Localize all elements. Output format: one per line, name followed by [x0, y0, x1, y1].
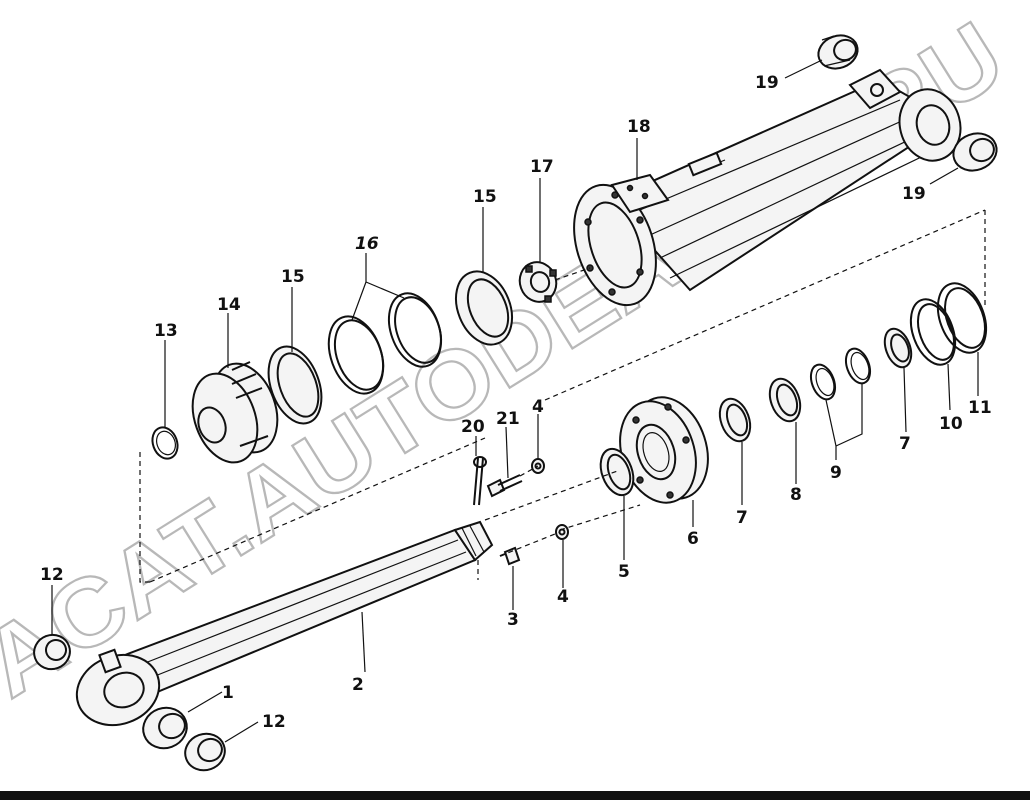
cylinder-barrel	[573, 68, 962, 307]
callout-16: 16	[355, 234, 379, 254]
seal-5	[599, 447, 635, 497]
callout-3: 3	[507, 610, 519, 630]
bearing-19-top	[817, 34, 859, 70]
bolt-3	[499, 546, 521, 566]
piston-nut-17	[518, 261, 558, 303]
cotter-pin-20	[473, 456, 487, 506]
leader-lines	[51, 59, 979, 743]
callout-12-left: 12	[40, 565, 64, 585]
callout-20: 20	[461, 417, 485, 437]
bearing-12-lower	[184, 732, 226, 772]
bottom-border	[0, 791, 1030, 800]
callout-4-upper: 4	[532, 397, 544, 417]
seal-9-right	[844, 347, 872, 385]
callout-14: 14	[217, 295, 241, 315]
bearing-12-left	[33, 633, 71, 671]
seal-ring-16-right	[387, 292, 443, 368]
callout-4-lower: 4	[557, 587, 569, 607]
assembly-lines	[139, 209, 986, 583]
bearing-1	[142, 706, 188, 750]
callout-19-side: 19	[902, 184, 926, 204]
callout-labels: 1 2 3 4 4 5 6 7 7 8 9 10 11 12 12 13 14 …	[40, 73, 992, 732]
wear-ring-15-upper	[455, 270, 513, 346]
callout-15-lower: 15	[281, 267, 305, 287]
seal-10	[909, 298, 957, 366]
seal-ring-16-left	[327, 315, 385, 395]
callout-1: 1	[222, 683, 234, 703]
callout-21: 21	[496, 409, 520, 429]
callout-15-upper: 15	[473, 187, 497, 207]
bearing-19-side	[952, 132, 998, 172]
seal-7-right	[883, 327, 913, 369]
callout-13: 13	[154, 321, 178, 341]
callout-9: 9	[830, 463, 842, 483]
o-ring-13	[151, 426, 179, 460]
seal-8	[768, 377, 802, 423]
callout-2: 2	[352, 675, 364, 695]
callout-17: 17	[530, 157, 554, 177]
seal-11	[936, 282, 988, 354]
callout-10: 10	[939, 414, 963, 434]
callout-7-right: 7	[899, 434, 911, 454]
seal-9-left	[809, 363, 837, 401]
callout-18: 18	[627, 117, 651, 137]
piston-rod-2	[75, 520, 494, 727]
callout-7-left: 7	[736, 508, 748, 528]
callout-19-top: 19	[755, 73, 779, 93]
washer-4-lower	[555, 524, 569, 540]
bolt-21	[486, 474, 523, 498]
callout-8: 8	[790, 485, 802, 505]
callout-6: 6	[687, 529, 699, 549]
piston-14	[191, 361, 279, 464]
seal-7-left	[718, 397, 752, 443]
callout-5: 5	[618, 562, 630, 582]
callout-12-lower: 12	[262, 712, 286, 732]
callout-11: 11	[968, 398, 992, 418]
